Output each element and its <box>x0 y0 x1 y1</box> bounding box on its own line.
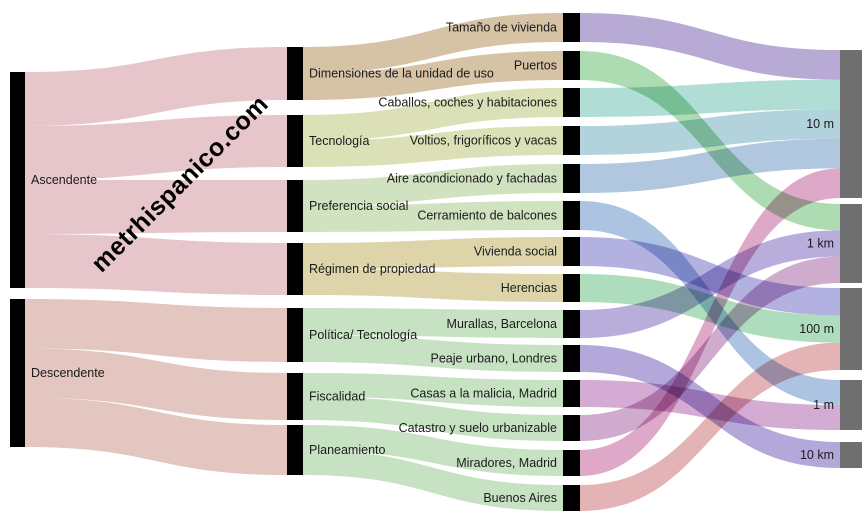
label-viv: Vivienda social <box>474 245 557 259</box>
label-cat: Catastro y suelo urbanizable <box>399 421 557 435</box>
label-d100m: 100 m <box>799 322 834 336</box>
label-peaje: Peaje urbano, Londres <box>431 352 557 366</box>
label-reg: Régimen de propiedad <box>309 262 436 276</box>
node-viv <box>563 237 580 266</box>
flow-dim-to-puertos <box>303 51 563 100</box>
flow-pol-to-mur <box>303 308 563 338</box>
flow-dim-to-tam <box>303 13 563 74</box>
flow-mir-to-d10m <box>580 168 840 476</box>
node-d10km <box>840 442 862 468</box>
label-d1km: 1 km <box>807 237 834 251</box>
node-tam <box>563 13 580 42</box>
label-cerr: Cerramiento de balcones <box>417 209 557 223</box>
node-pol <box>287 308 303 362</box>
flow-fisc-to-cat <box>303 396 563 441</box>
label-tec: Tecnología <box>309 134 370 148</box>
flow-pref-to-cerr <box>303 201 563 232</box>
node-mur <box>563 310 580 338</box>
label-asc: Ascendente <box>31 173 97 187</box>
flow-desc-to-plan <box>25 397 287 475</box>
flow-desc-to-pol <box>25 299 287 362</box>
flow-tec-to-volt <box>303 126 563 167</box>
label-tam: Tamaño de vivienda <box>446 21 557 35</box>
label-mur: Murallas, Barcelona <box>447 317 558 331</box>
flow-plan-to-ba <box>303 450 563 511</box>
label-volt: Voltios, frigoríficos y vacas <box>410 134 557 148</box>
flow-reg-to-viv <box>303 237 563 269</box>
flow-desc-to-fisc <box>25 348 287 420</box>
node-cab <box>563 88 580 117</box>
flow-pol-to-peaje <box>303 335 563 372</box>
flow-cab-to-d10m <box>580 79 840 117</box>
label-plan: Planeamiento <box>309 443 385 457</box>
flow-mur-to-d1km <box>580 230 840 338</box>
node-pref <box>287 180 303 232</box>
node-d100m <box>840 288 862 370</box>
flow-volt-to-d10m <box>580 109 840 155</box>
node-tec <box>287 115 303 167</box>
node-desc <box>10 299 25 447</box>
flow-asc-to-reg <box>25 234 287 295</box>
node-d1m <box>840 380 862 430</box>
flow-casas-to-d1m <box>580 380 840 430</box>
node-ba <box>563 485 580 511</box>
label-fisc: Fiscalidad <box>309 390 365 404</box>
label-aire: Aire acondicionado y fachadas <box>387 172 557 186</box>
node-fisc <box>287 373 303 420</box>
label-her: Herencias <box>501 281 557 295</box>
label-d1m: 1 m <box>813 398 834 412</box>
flow-cat-to-d1km <box>580 256 840 441</box>
node-peaje <box>563 345 580 372</box>
node-casas <box>563 380 580 407</box>
label-ba: Buenos Aires <box>483 491 557 505</box>
label-casas: Casas a la malicia, Madrid <box>410 387 557 401</box>
label-d10km: 10 km <box>800 448 834 462</box>
flow-asc-to-tec <box>25 115 287 180</box>
node-her <box>563 274 580 302</box>
node-aire <box>563 164 580 193</box>
flow-plan-to-mir <box>303 425 563 476</box>
node-mir <box>563 450 580 476</box>
flow-tam-to-d10m <box>580 13 840 80</box>
node-dim <box>287 47 303 100</box>
flow-her-to-d100m <box>580 274 840 343</box>
label-desc: Descendente <box>31 366 105 380</box>
label-puertos: Puertos <box>514 59 557 73</box>
node-plan <box>287 425 303 475</box>
label-pref: Preferencia social <box>309 199 408 213</box>
node-d1km <box>840 204 862 283</box>
flow-asc-to-pref <box>25 180 287 234</box>
flow-aire-to-d10m <box>580 138 840 193</box>
node-reg <box>287 243 303 295</box>
label-pol: Política/ Tecnología <box>309 328 417 342</box>
flow-ba-to-d100m <box>580 342 840 511</box>
node-asc <box>10 72 25 288</box>
flow-asc-to-dim <box>25 47 287 126</box>
flow-tec-to-cab <box>303 88 563 141</box>
label-d10m: 10 m <box>806 117 834 131</box>
label-cab: Caballos, coches y habitaciones <box>378 96 557 110</box>
flow-reg-to-her <box>303 269 563 302</box>
flow-pref-to-aire <box>303 164 563 206</box>
flow-fisc-to-casas <box>303 373 563 407</box>
label-mir: Miradores, Madrid <box>456 456 557 470</box>
node-puertos <box>563 51 580 80</box>
node-volt <box>563 126 580 155</box>
node-d10m <box>840 50 862 198</box>
label-dim: Dimensiones de la unidad de uso <box>309 67 494 81</box>
node-cat <box>563 415 580 441</box>
node-cerr <box>563 201 580 230</box>
